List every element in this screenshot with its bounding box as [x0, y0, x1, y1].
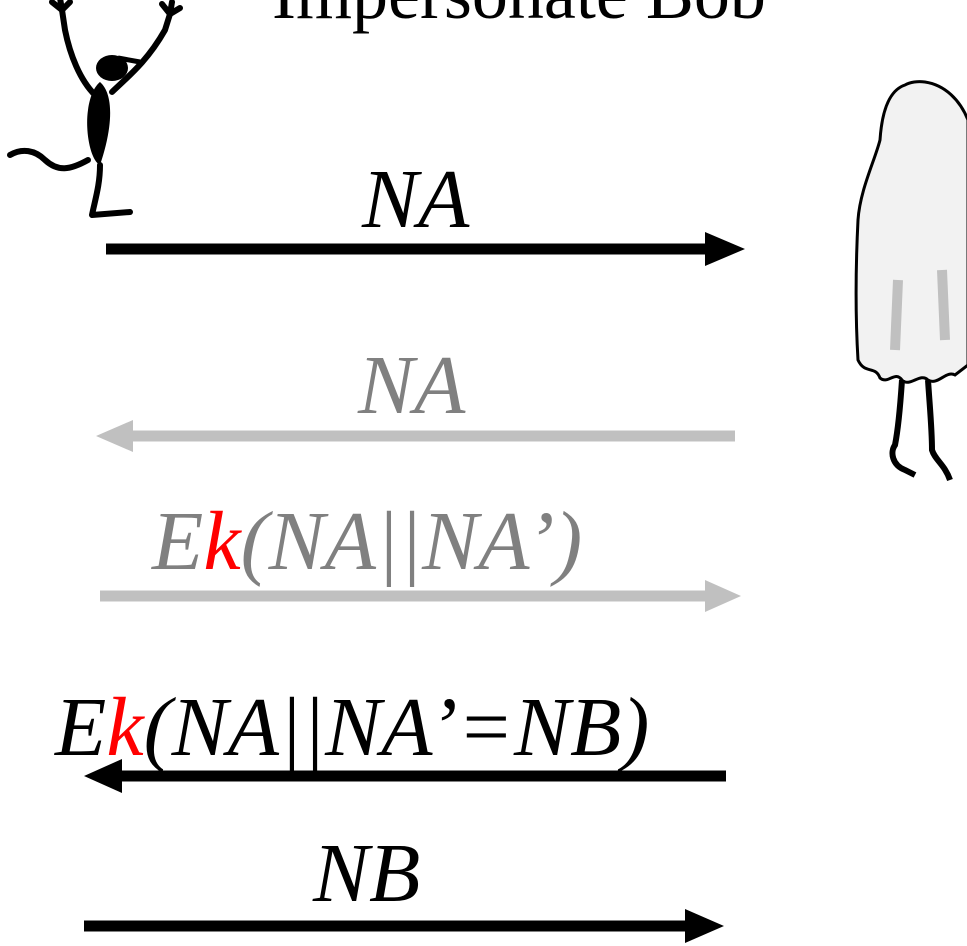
dancing-figure-icon — [7, 0, 183, 218]
diagram-title: Impersonate Bob — [272, 0, 766, 30]
encryption-function: E — [152, 495, 204, 588]
message-4-arrow — [84, 759, 726, 793]
message-4-payload: (NA||NA’=NB) — [143, 681, 650, 774]
message-4-label: Ek(NA||NA’=NB) — [55, 686, 649, 770]
message-3-arrow — [100, 580, 741, 612]
message-1-arrow — [106, 232, 745, 266]
message-5-arrow — [84, 909, 724, 943]
message-5-label: NB — [313, 827, 421, 920]
message-3-label: Ek(NA||NA’) — [152, 500, 582, 584]
encryption-function: E — [55, 681, 107, 774]
message-3-payload: (NA||NA’) — [240, 495, 583, 588]
message-1-label: NA — [362, 153, 470, 246]
message-2-arrow — [96, 420, 735, 452]
ghost-icon — [854, 80, 967, 482]
key-symbol: k — [106, 681, 144, 774]
key-symbol: k — [203, 495, 241, 588]
message-2-label: NA — [358, 339, 466, 432]
